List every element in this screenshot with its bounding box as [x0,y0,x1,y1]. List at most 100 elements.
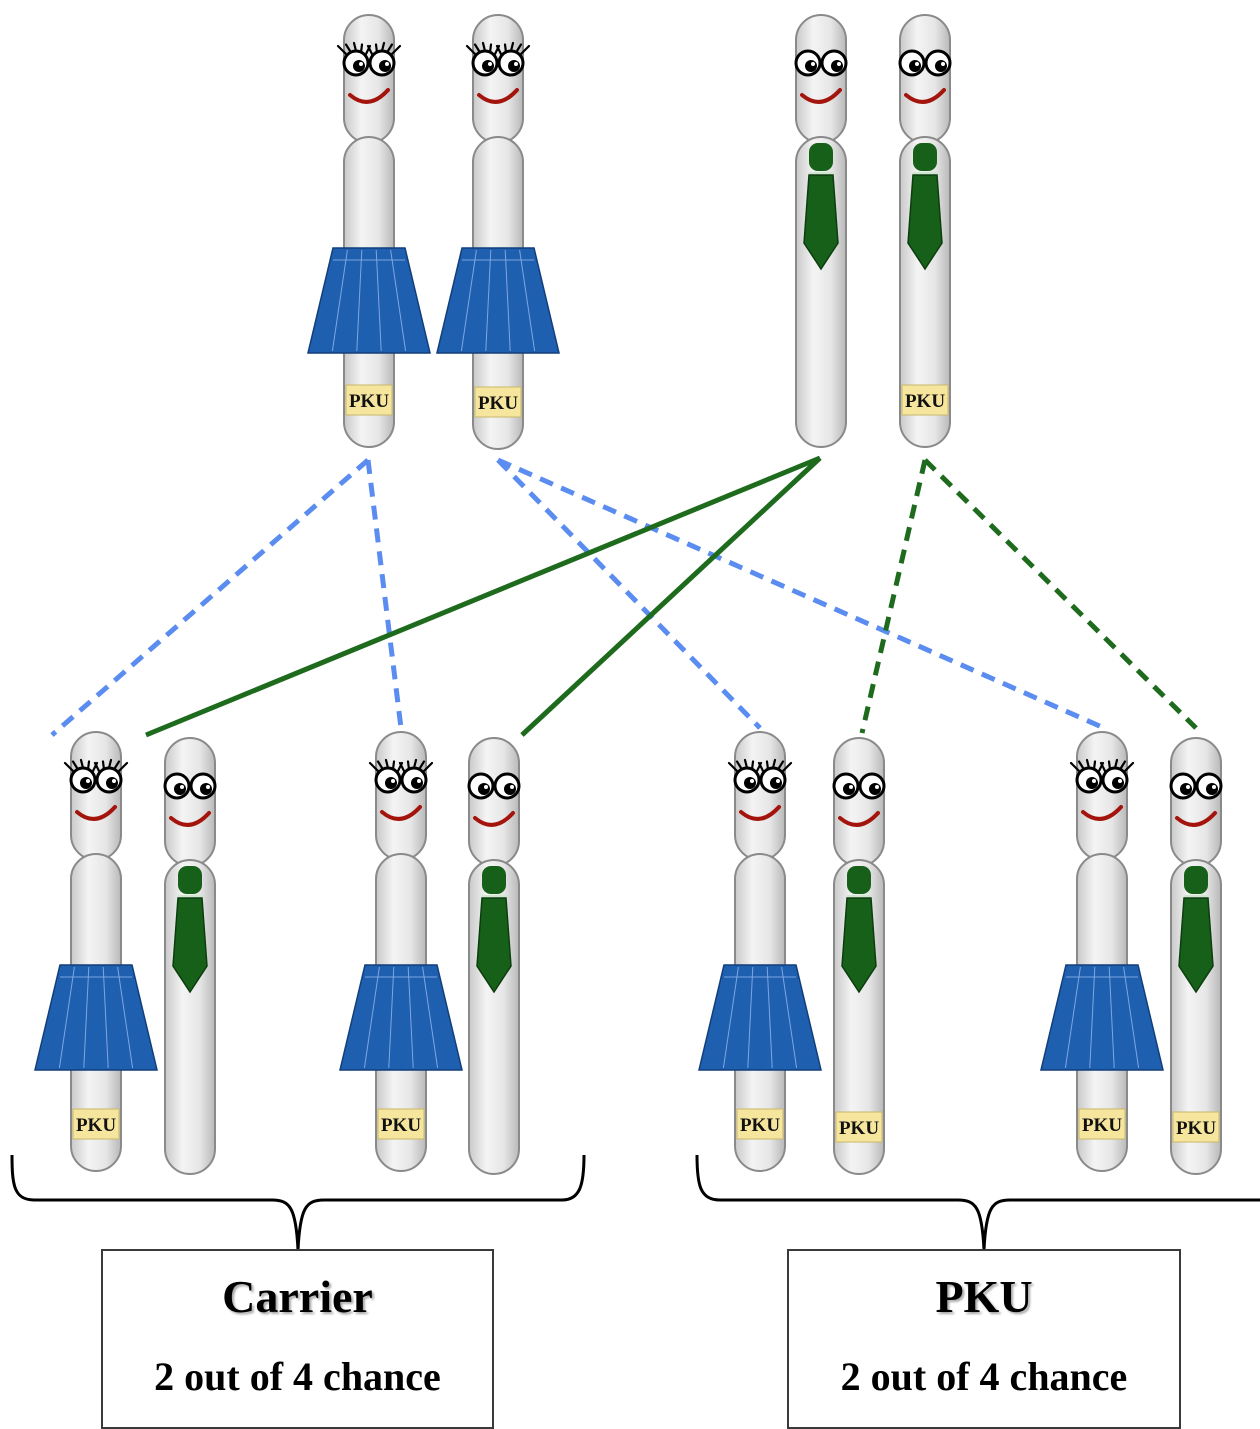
smile-icon [838,811,880,827]
eyelash-icon [514,43,523,54]
chromosome-upper-arm [1170,737,1222,867]
pku-gene-band [736,1108,784,1140]
eye-glint-icon [1118,779,1122,783]
eye-glint-icon [488,62,492,66]
eyelash-icon [390,44,402,56]
eyelash-icon [422,761,434,773]
pku-gene-label: PKU [740,1115,780,1136]
tie-knot-icon [913,143,937,171]
eyelash-icon [93,761,101,773]
pku-gene-band [377,1108,425,1140]
eyelash-icon [374,43,379,54]
skirt-pleat-icon [407,966,414,1069]
pku-outcome-chance: 2 out of 4 chance [840,1354,1128,1399]
chromosome-upper-arm [375,731,427,861]
skirt-pleat-icon [388,966,395,1069]
chromosome-upper-arm [164,737,216,867]
pku-gene-label: PKU [349,391,389,412]
eyelash-icon [366,44,374,56]
skirt-pleat-icon [331,249,348,352]
eyelash-icon [412,758,418,770]
pupil-icon [411,777,423,789]
skirt-pleat-icon [102,966,109,1069]
eyelash-icon [352,41,358,53]
pupil-icon [200,783,212,795]
eyelash-icon [398,761,406,773]
eyelash-icon [1118,760,1127,771]
eyelash-icon [1113,758,1119,770]
inheritance-lines [50,455,1198,738]
eyelash-icon [771,758,777,770]
carrier-outcome-box: Carrier 2 out of 4 chance [101,1249,494,1429]
eyelash-icon [1099,761,1107,773]
eyelash-icon [112,760,121,771]
eye-glint-icon [811,62,815,66]
mother-line-to-offspring-4 [496,457,1106,731]
skirt-pleat-icon [722,966,739,1069]
chromosome-upper-arm [343,14,395,144]
tie-icon [841,897,877,994]
eyelash-icon [509,41,515,53]
eye-glint-icon [484,785,488,789]
pupil-icon [1086,777,1098,789]
eye-glint-icon [112,779,116,783]
skirt-icon [436,247,560,354]
pupil-icon [1112,777,1124,789]
chromosome-upper-arm [472,14,524,144]
eye-glint-icon [875,785,879,789]
eye-glint-icon [849,785,853,789]
father-chromosome-2: PKU [898,14,952,448]
tie-knot-icon [178,866,202,894]
eyelash-icon [735,760,744,771]
mother-line-to-offspring-1 [50,458,370,737]
smile-icon [739,805,781,821]
eyelash-icon [757,761,765,773]
eyelash-icon [1077,760,1086,771]
pupil-icon [831,60,843,72]
pku-gene-label: PKU [76,1115,116,1136]
pku-outcome-title: PKU [935,1271,1033,1322]
eyelash-icon [344,43,353,54]
chromosome-upper-arm [468,737,520,867]
eye-glint-icon [206,785,210,789]
skirt-pleat-icon [485,249,492,352]
offspring-2-paternal-chromosome [467,737,521,1175]
eyelash-icon [385,43,394,54]
skirt-pleat-icon [117,966,134,1069]
skirt-pleat-icon [375,249,382,352]
skirt-icon [307,247,431,354]
skirt-pleat-icon [1089,966,1096,1069]
father-line-to-offspring-4 [923,458,1198,730]
eyelash-icon [765,760,770,771]
eyelash-icon [359,43,364,54]
eyelash-icon [1123,761,1135,773]
smile-icon [800,88,842,104]
chromosome-upper-arm [1076,731,1128,861]
eyelash-icon [391,760,396,771]
eye-glint-icon [514,62,518,66]
eye-glint-icon [776,779,780,783]
pku-gene-band [1078,1108,1126,1140]
mother-chromosome-2: PKU [436,14,560,450]
skirt-pleat-icon [363,966,380,1069]
pupil-icon [385,777,397,789]
skirt-pleat-icon [747,966,754,1069]
eyelash-icon [750,760,755,771]
eye-glint-icon [385,62,389,66]
eye-glint-icon [1092,779,1096,783]
smile-icon [473,811,515,827]
pupil-icon [508,60,520,72]
skirt-pleat-icon [1108,966,1115,1069]
mother-line-to-offspring-3 [496,458,762,730]
pku-gene-label: PKU [381,1115,421,1136]
skirt-pleat-icon [356,249,363,352]
eye-glint-icon [510,785,514,789]
pupil-icon [843,783,855,795]
tie-icon [1178,897,1214,994]
eye-glint-icon [750,779,754,783]
offspring-4-maternal-chromosome: PKU [1040,731,1164,1172]
eyelash-icon [417,760,426,771]
smile-icon [75,805,117,821]
eyelash-icon [1085,758,1091,770]
